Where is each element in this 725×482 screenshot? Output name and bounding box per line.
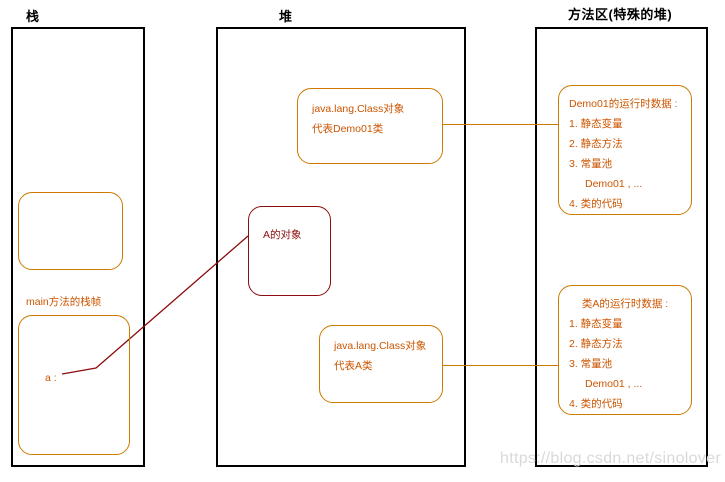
method-area-demo01-item-3: 3. 常量池 — [569, 158, 613, 170]
heap-class-object-demo01-line2: 代表Demo01类 — [312, 123, 384, 135]
stack-variable-a: a : — [45, 372, 57, 384]
stack-frame-main: a : — [18, 315, 130, 455]
method-area-demo01-item-4: 4. 类的代码 — [569, 198, 623, 210]
watermark: https://blog.csdn.net/sinolover — [500, 450, 721, 467]
method-area-class-a-heading: 类A的运行时数据 : — [581, 298, 669, 310]
column-title-method-area: 方法区(特殊的堆) — [568, 7, 673, 22]
method-area-demo01-item-2: 2. 静态方法 — [569, 138, 623, 150]
method-area-class-a-item-4: 4. 类的代码 — [569, 398, 623, 410]
stack-frame-caption: main方法的栈帧 — [26, 296, 102, 308]
method-area-class-a-data: 类A的运行时数据 : 1. 静态变量 2. 静态方法 3. 常量池 Demo01… — [558, 285, 692, 415]
method-area-class-a-item-1: 1. 静态变量 — [569, 318, 623, 330]
heap-class-object-a-line1: java.lang.Class对象 — [334, 340, 427, 352]
column-title-heap: 堆 — [279, 9, 293, 24]
heap-object-a: A的对象 — [248, 206, 331, 296]
region-method-area — [535, 27, 708, 467]
heap-class-object-a-line2: 代表A类 — [334, 360, 373, 372]
heap-class-object-demo01: java.lang.Class对象 代表Demo01类 — [297, 88, 443, 164]
method-area-demo01-heading: Demo01的运行时数据 : — [569, 98, 678, 110]
heap-class-object-demo01-line1: java.lang.Class对象 — [312, 103, 405, 115]
method-area-class-a-item-2: 2. 静态方法 — [569, 338, 623, 350]
method-area-demo01-item-3-detail: Demo01 , ... — [585, 178, 643, 190]
heap-class-object-a: java.lang.Class对象 代表A类 — [319, 325, 443, 403]
method-area-class-a-item-3-detail: Demo01 , ... — [585, 378, 643, 390]
method-area-demo01-item-1: 1. 静态变量 — [569, 118, 623, 130]
connector-demo01-class-to-method-area — [443, 124, 558, 125]
connector-class-a-to-method-area — [443, 365, 558, 366]
method-area-class-a-item-3: 3. 常量池 — [569, 358, 613, 370]
stack-frame-empty — [18, 192, 123, 270]
heap-object-a-label: A的对象 — [263, 229, 302, 241]
method-area-demo01-data: Demo01的运行时数据 : 1. 静态变量 2. 静态方法 3. 常量池 De… — [558, 85, 692, 215]
column-title-stack: 栈 — [26, 9, 40, 24]
